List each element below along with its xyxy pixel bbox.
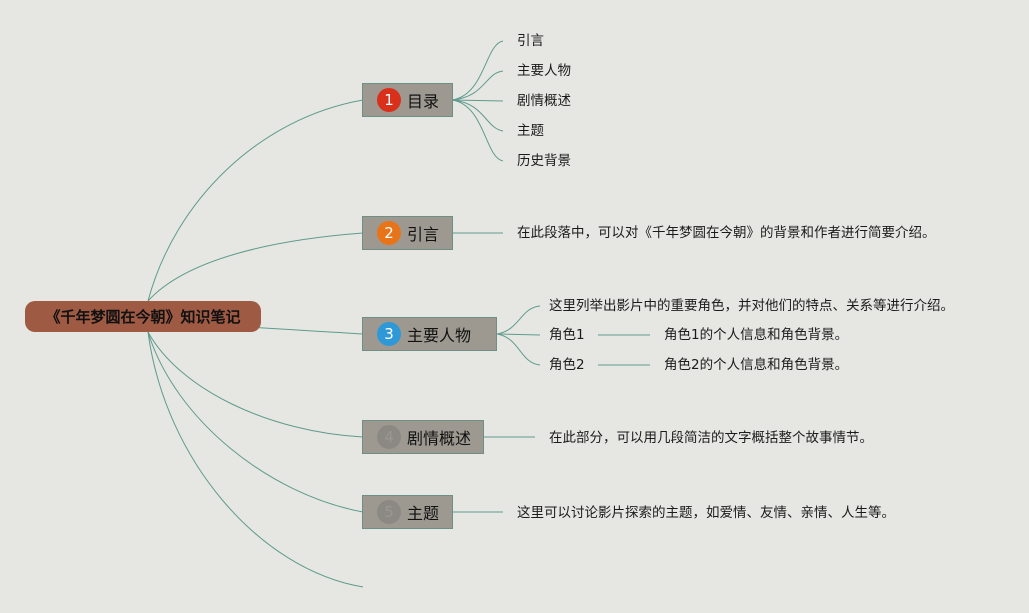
- link-root-b5: [147, 331, 364, 513]
- branch-label: 主要人物: [407, 326, 472, 345]
- link-b1-leaf4: [451, 99, 504, 132]
- toc-leaf-history[interactable]: 历史背景: [517, 153, 571, 169]
- badge-4: 4: [377, 425, 401, 449]
- badge-3: 3: [377, 322, 401, 346]
- link-b3-leaf2: [496, 333, 541, 336]
- link-b1-leaf1: [451, 40, 504, 101]
- link-b1-leaf5: [451, 99, 504, 162]
- link-b1-leaf2: [451, 70, 504, 101]
- branch-node-theme[interactable]: 5 主题: [362, 495, 453, 529]
- root-node[interactable]: 《千年梦圆在今朝》知识笔记: [25, 301, 261, 332]
- branch-node-intro[interactable]: 2 引言: [362, 216, 453, 250]
- role1-detail[interactable]: 角色1的个人信息和角色背景。: [664, 327, 849, 343]
- plot-leaf-text[interactable]: 在此部分，可以用几段简洁的文字概括整个故事情节。: [549, 430, 873, 446]
- link-root-b4: [147, 331, 364, 438]
- toc-leaf-theme[interactable]: 主题: [517, 123, 544, 139]
- badge-2: 2: [377, 221, 401, 245]
- characters-leaf-role1[interactable]: 角色1: [549, 327, 585, 343]
- characters-leaf-desc[interactable]: 这里列举出影片中的重要角色，并对他们的特点、关系等进行介绍。: [549, 298, 954, 314]
- branch-node-toc[interactable]: 1 目录: [362, 83, 453, 117]
- branch-label: 剧情概述: [407, 429, 472, 448]
- link-b3-leaf3: [496, 333, 541, 366]
- root-title: 《千年梦圆在今朝》知识笔记: [45, 308, 241, 326]
- branch-label: 目录: [407, 92, 440, 111]
- theme-leaf-text[interactable]: 这里可以讨论影片探索的主题，如爱情、友情、亲情、人生等。: [517, 505, 895, 521]
- branch-node-characters[interactable]: 3 主要人物: [362, 317, 497, 351]
- role2-detail[interactable]: 角色2的个人信息和角色背景。: [664, 357, 849, 373]
- link-b1-leaf3: [451, 99, 504, 102]
- branch-label: 引言: [407, 225, 440, 244]
- branch-label: 主题: [407, 504, 440, 523]
- badge-5: 5: [377, 500, 401, 524]
- link-root-b6: [147, 331, 364, 588]
- intro-leaf-text[interactable]: 在此段落中，可以对《千年梦圆在今朝》的背景和作者进行简要介绍。: [517, 225, 936, 241]
- toc-leaf-plot[interactable]: 剧情概述: [517, 93, 571, 109]
- link-b3-leaf1: [496, 305, 541, 335]
- toc-leaf-intro[interactable]: 引言: [517, 33, 544, 49]
- branch-node-plot[interactable]: 4 剧情概述: [362, 420, 484, 454]
- link-root-b2: [147, 232, 364, 302]
- characters-leaf-role2[interactable]: 角色2: [549, 357, 585, 373]
- toc-leaf-characters[interactable]: 主要人物: [517, 63, 571, 79]
- link-root-b1: [147, 99, 364, 302]
- badge-1: 1: [377, 88, 401, 112]
